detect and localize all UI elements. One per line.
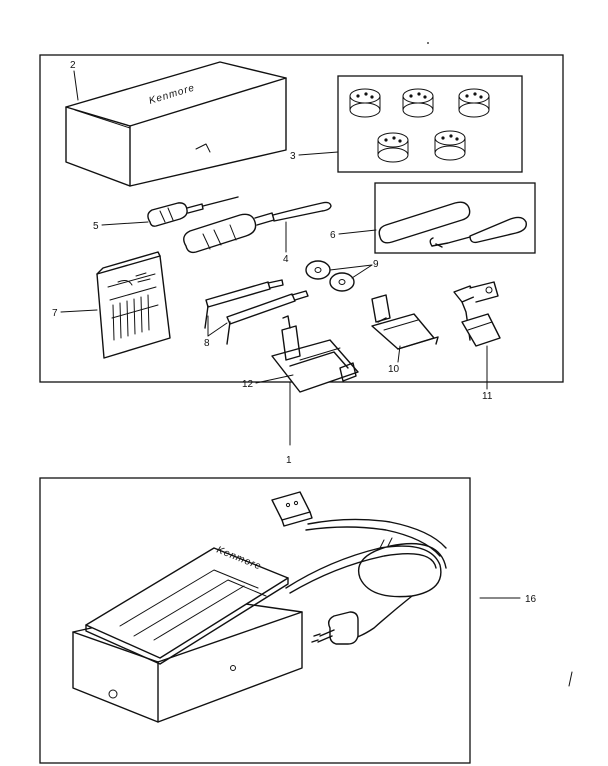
callout-1: 1 (286, 381, 292, 466)
callout-6: 6 (330, 229, 377, 241)
svg-text:3: 3 (290, 151, 296, 162)
svg-text:16: 16 (525, 594, 537, 605)
bobbins-group (337, 75, 523, 173)
foot-controller-pedal: Kenmore (72, 545, 303, 723)
callout-10: 10 (388, 345, 401, 375)
svg-text:6: 6 (330, 230, 336, 241)
power-cord (285, 518, 447, 641)
spool-pins (204, 279, 309, 345)
large-screwdriver (183, 201, 332, 254)
svg-text:9: 9 (373, 259, 379, 270)
svg-text:12: 12 (242, 379, 254, 390)
callout-12: 12 (242, 374, 294, 390)
accessory-box: Kenmore (65, 61, 287, 187)
callout-5: 5 (93, 221, 149, 232)
svg-text:7: 7 (52, 308, 58, 319)
wall-plug (311, 611, 359, 645)
felt-washers (305, 260, 355, 292)
scan-marks (427, 42, 573, 687)
needle-pack (96, 251, 171, 359)
callout-8: 8 (204, 315, 228, 349)
svg-text:8: 8 (204, 338, 210, 349)
svg-text:2: 2 (70, 60, 76, 71)
callout-9: 9 (329, 259, 379, 279)
callout-3: 3 (290, 151, 339, 162)
svg-text:4: 4 (283, 254, 289, 265)
svg-text:11: 11 (482, 391, 493, 402)
seam-ripper-group (374, 182, 536, 254)
svg-text:5: 5 (93, 221, 99, 232)
cord-connector-plug (271, 491, 313, 527)
callout-16: 16 (479, 594, 537, 605)
foot-controller-frame (39, 477, 471, 764)
callout-2: 2 (70, 60, 79, 101)
svg-text:1: 1 (286, 455, 292, 466)
small-screwdriver (147, 196, 239, 227)
callout-11: 11 (482, 345, 493, 402)
buttonhole-foot (271, 315, 359, 393)
zipper-foot (371, 294, 439, 350)
callout-7: 7 (52, 308, 98, 319)
callout-4: 4 (283, 221, 289, 265)
svg-text:10: 10 (388, 364, 400, 375)
presser-foot (453, 281, 501, 347)
